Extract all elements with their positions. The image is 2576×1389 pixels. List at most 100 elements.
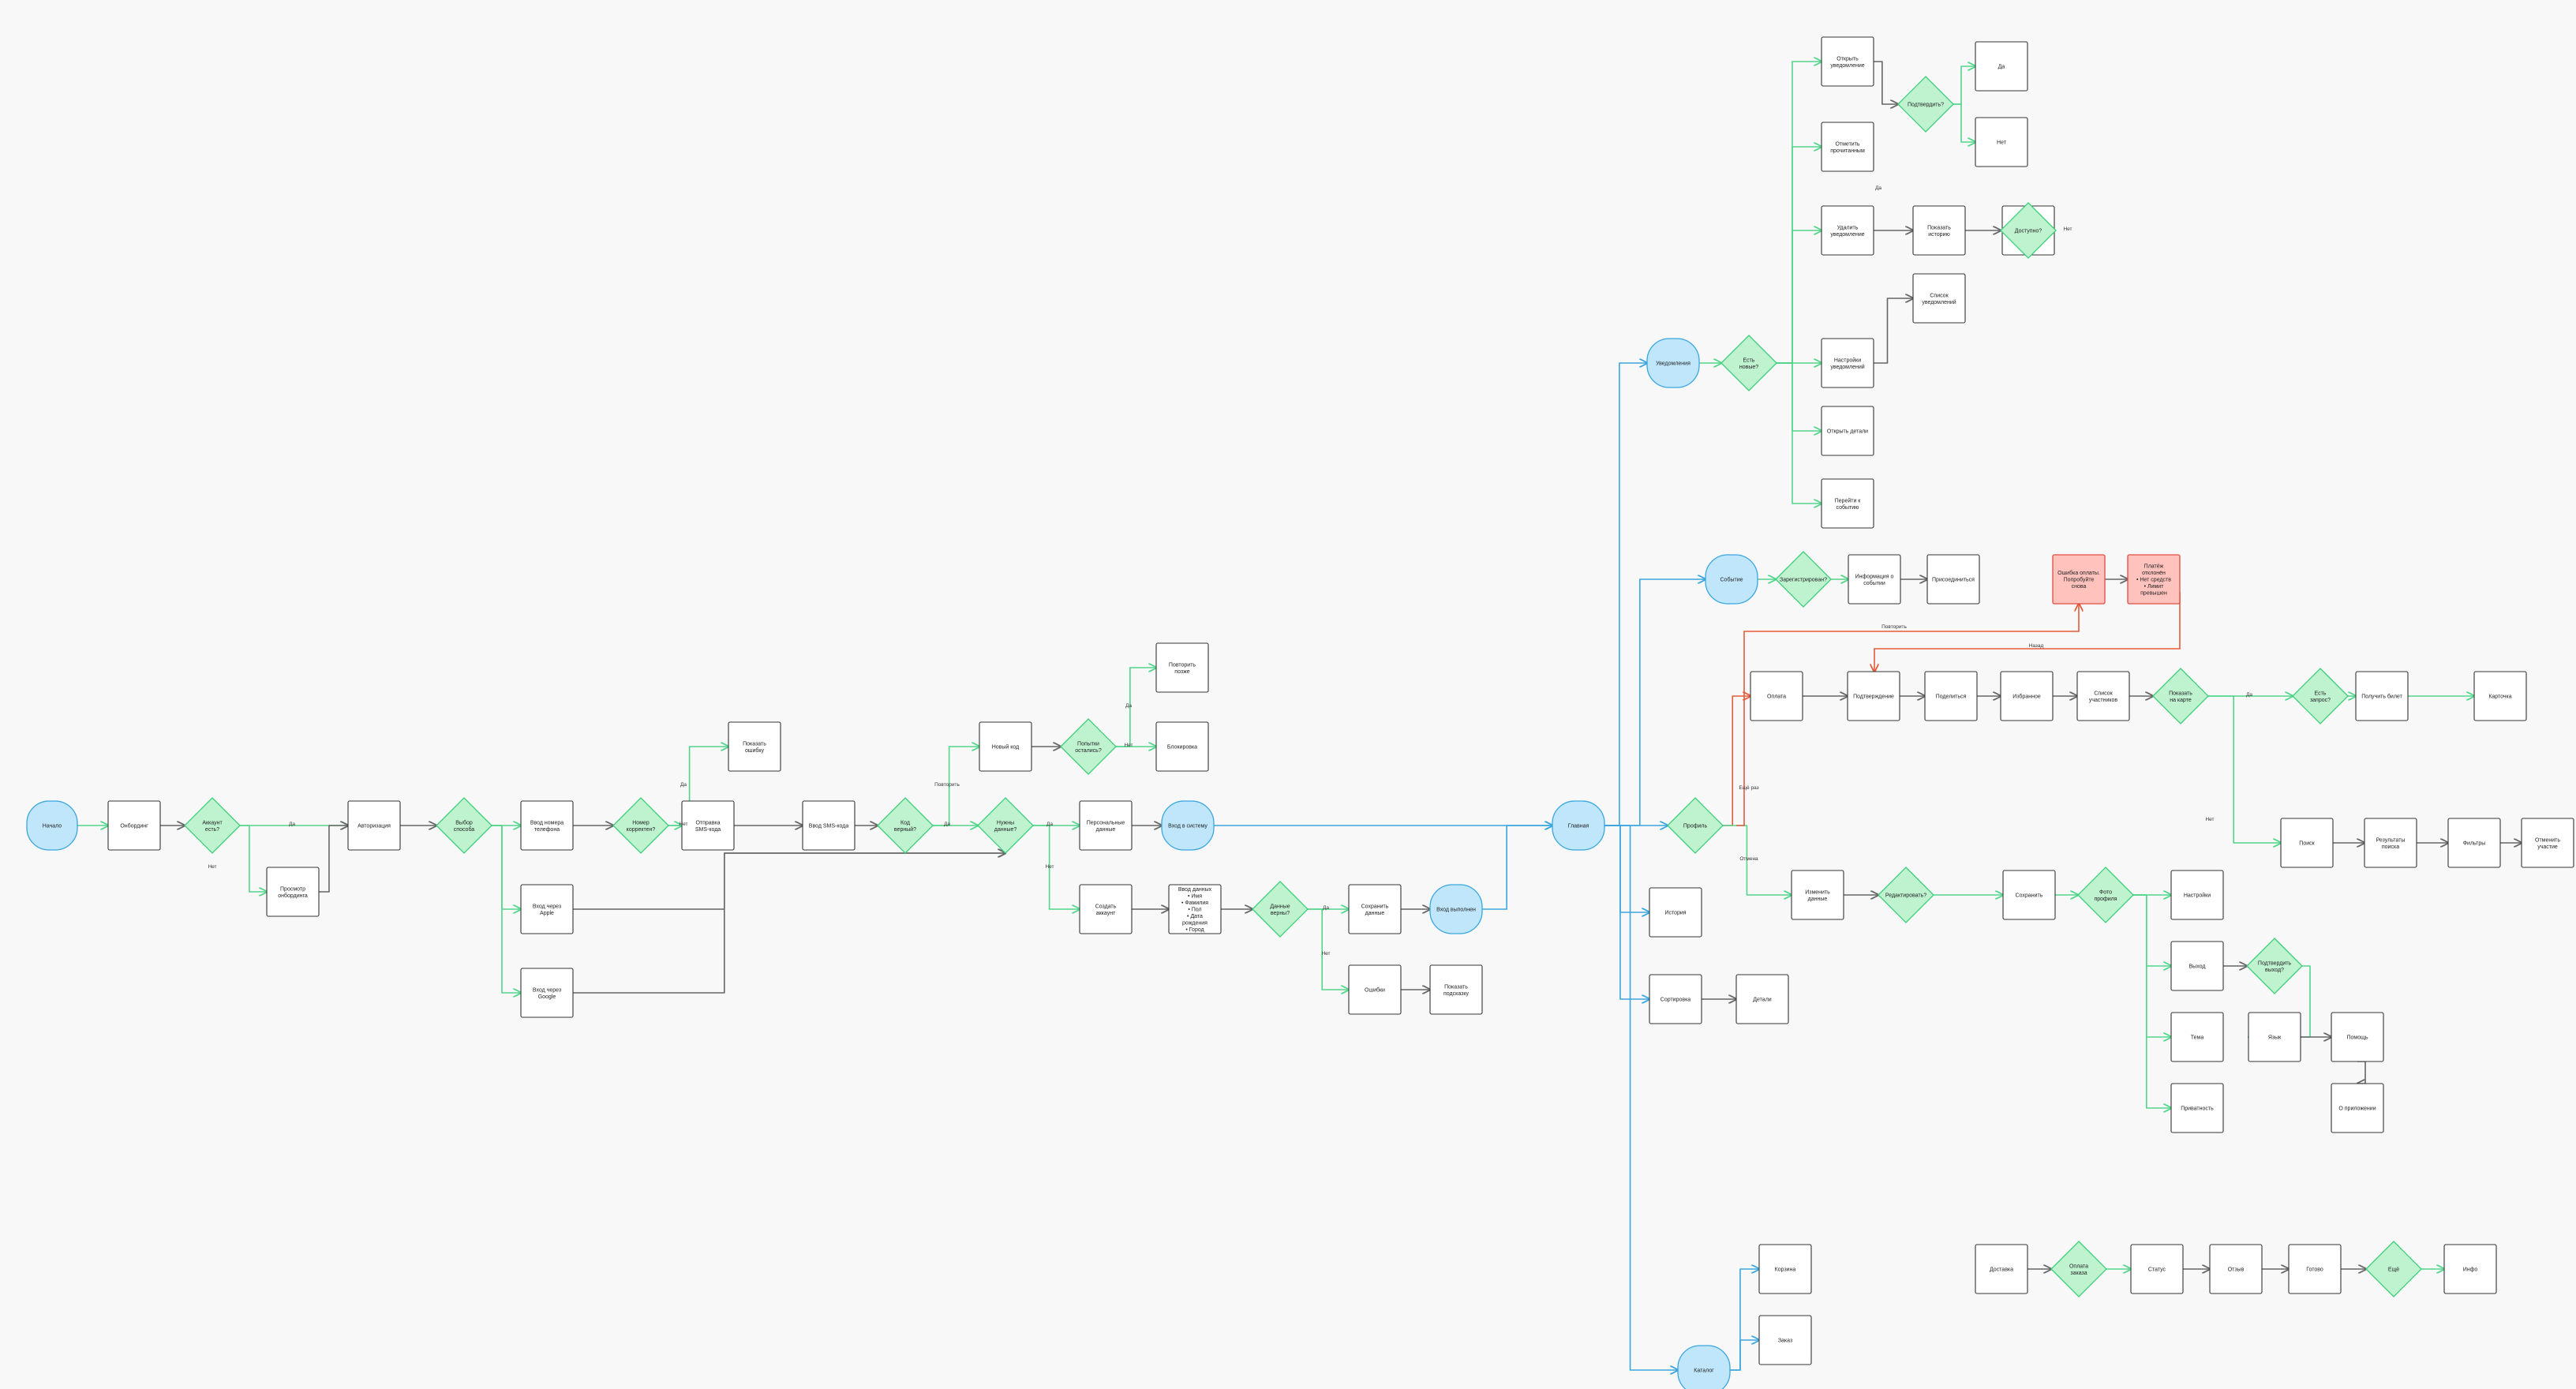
node-label: Приватность <box>2181 1106 2214 1112</box>
n-main-entry-node[interactable]: Вход в систему <box>1161 800 1215 851</box>
terminal-shape <box>1646 338 1700 388</box>
n-profile-node[interactable]: Профиль <box>1667 797 1724 854</box>
n-notif-no-node[interactable]: Нет <box>1975 117 2028 167</box>
n-block-node[interactable]: Блокировка <box>1155 721 1209 772</box>
n-prof-help-node[interactable]: Помощь <box>2331 1012 2384 1062</box>
n-prof-save-node[interactable]: Сохранить <box>2002 870 2056 920</box>
node-label: Заказ <box>1778 1338 1792 1344</box>
n-event-dec-node[interactable]: Зарегистрирован? <box>1775 551 1832 608</box>
n-bottom3-node[interactable]: Заказ <box>1758 1315 1812 1365</box>
n-start-node[interactable]: Начало <box>26 800 78 851</box>
n-search-hist-node[interactable]: История <box>1649 887 1702 938</box>
edge-n-number-ok-to-n-error1 <box>668 747 728 826</box>
n-bottom8-node[interactable]: Готово <box>2288 1244 2342 1294</box>
n-search-sort-node[interactable]: Сортировка <box>1649 974 1702 1024</box>
n-bottom6-node[interactable]: Статус <box>2130 1244 2184 1294</box>
n-errors-node[interactable]: Ошибки <box>1348 964 1402 1015</box>
process-shape <box>2331 1012 2384 1062</box>
n-notifications-node[interactable]: Уведомления <box>1646 338 1700 388</box>
n-search-card-node[interactable]: Карточка <box>2473 671 2527 721</box>
n-bottom7-node[interactable]: Отзыв <box>2209 1244 2263 1294</box>
n-login-done-node[interactable]: Вход выполнен <box>1429 884 1483 934</box>
n-enter-sms-node[interactable]: Ввод SMS-кода <box>802 800 856 851</box>
n-home-node[interactable]: Главная <box>1552 800 1605 851</box>
n-event-share-node[interactable]: Поделиться <box>1924 671 1978 721</box>
n-event-ok-node[interactable]: Подтверждение <box>1847 671 1900 721</box>
n-event-fav-node[interactable]: Избранное <box>2000 671 2054 721</box>
process-shape <box>2447 818 2501 868</box>
n-bottom1-node[interactable]: Каталог <box>1677 1345 1731 1389</box>
n-search-filter-node[interactable]: Фильтры <box>2447 818 2501 868</box>
n-bottom4-node[interactable]: Доставка <box>1975 1244 2028 1294</box>
n-prof-privacy-node[interactable]: Приватность <box>2170 1083 2224 1133</box>
process-shape <box>1926 554 1980 605</box>
n-event-check-node[interactable]: Доступно? <box>2000 202 2057 259</box>
n-auth-node[interactable]: Авторизация <box>347 800 401 851</box>
n-notif-dec-node[interactable]: Подтвердить? <box>1897 76 1954 133</box>
n-notif-yes-node[interactable]: Да <box>1975 41 2028 92</box>
n-search-node[interactable]: Поиск <box>2280 818 2334 868</box>
n-notif-f-node[interactable]: Открыть детали <box>1821 406 1874 456</box>
n-event-pay-node[interactable]: Оплата <box>1750 671 1803 721</box>
process-shape <box>1821 36 1874 87</box>
n-events-node[interactable]: Событие <box>1705 554 1758 605</box>
n-far1-node[interactable]: Детали <box>1735 974 1789 1024</box>
node-label: Доставка <box>1990 1267 2013 1273</box>
n-bottom2-node[interactable]: Корзина <box>1758 1244 1812 1294</box>
n-prof-dec-node[interactable]: Редактировать? <box>1878 867 1934 923</box>
n-prof-lang-node[interactable]: Язык <box>2248 1012 2301 1062</box>
n-far3-node[interactable]: Инфо <box>2443 1244 2497 1294</box>
n-far2-node[interactable]: Ещё <box>2365 1241 2422 1297</box>
n-prof-settings-node[interactable]: Настройки <box>2170 870 2224 920</box>
process-shape <box>1821 205 1874 256</box>
n-prof-theme-node[interactable]: Тема <box>2170 1012 2224 1062</box>
n-event-join-node[interactable]: Присоединиться <box>1926 554 1980 605</box>
n-prof-about-node[interactable]: О приложении <box>2331 1083 2384 1133</box>
n-onboarding-node[interactable]: Онбординг <box>107 800 161 851</box>
n-prof-exit-node[interactable]: Выход <box>2170 941 2224 991</box>
n-event-ticket-node[interactable]: Получить билет <box>2355 671 2409 721</box>
n-new-code-node[interactable]: Новый код <box>979 721 1032 772</box>
process-shape <box>1821 406 1874 456</box>
decision-shape <box>1720 335 1777 391</box>
